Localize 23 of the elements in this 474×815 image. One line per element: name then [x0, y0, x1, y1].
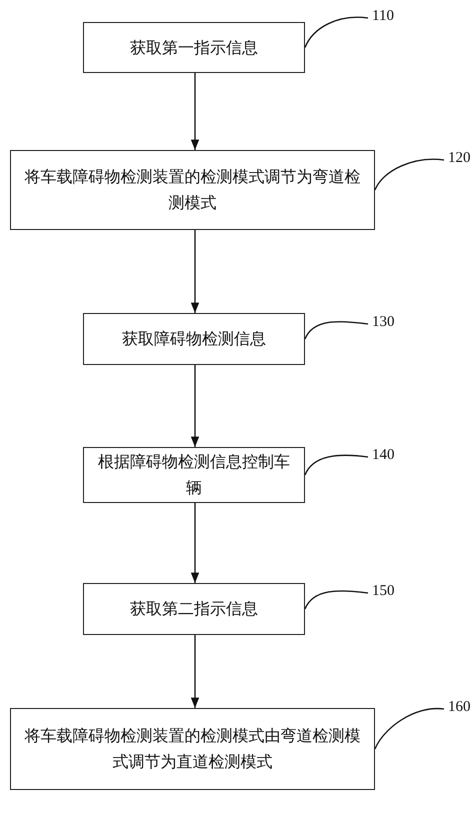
- leader-line: [304, 590, 368, 610]
- leader-line: [304, 16, 368, 48]
- arrow: [190, 73, 200, 150]
- callout-number: 110: [372, 7, 402, 25]
- leader-line: [374, 158, 444, 190]
- callout-number: 140: [372, 446, 402, 464]
- leader-line: [304, 321, 368, 340]
- leader-line: [374, 708, 444, 750]
- process-box: 将车载障碍物检测装置的检测模式由弯道检测模式调节为直道检测模式: [10, 708, 375, 790]
- process-box: 获取第二指示信息: [83, 583, 305, 635]
- callout-number: 130: [372, 313, 402, 331]
- process-box: 根据障碍物检测信息控制车辆: [83, 447, 305, 503]
- callout-number: 150: [372, 582, 402, 600]
- arrow: [190, 230, 200, 313]
- callout-number: 160: [448, 698, 474, 716]
- process-box: 获取第一指示信息: [83, 22, 305, 73]
- arrow: [190, 635, 200, 708]
- process-box: 获取障碍物检测信息: [83, 313, 305, 365]
- arrow: [190, 503, 200, 583]
- callout-number: 120: [448, 149, 474, 167]
- leader-line: [304, 454, 368, 476]
- process-box: 将车载障碍物检测装置的检测模式调节为弯道检测模式: [10, 150, 375, 230]
- arrow: [190, 365, 200, 447]
